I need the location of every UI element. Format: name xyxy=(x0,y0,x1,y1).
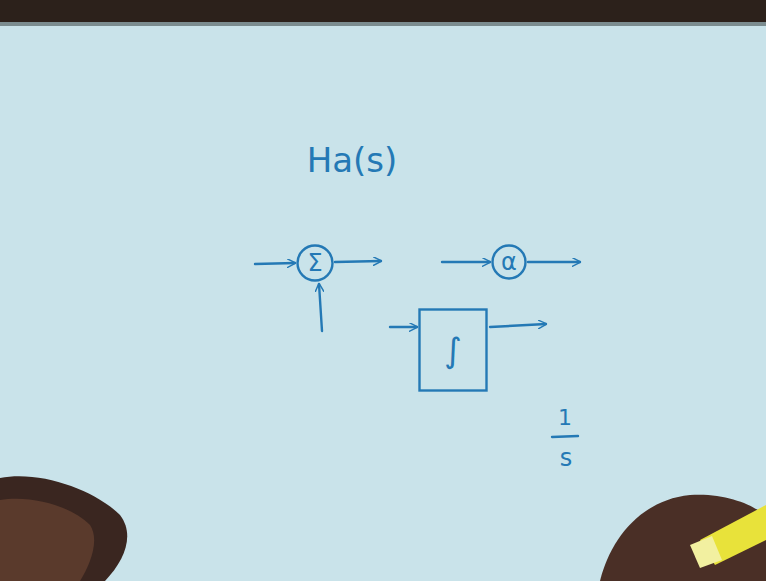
multiplier-circle: α xyxy=(491,244,527,280)
signal-arrows xyxy=(255,261,580,437)
transfer-function-label: Ha(s) xyxy=(307,143,398,177)
symbol-text: α xyxy=(501,250,517,274)
symbol-text: Σ xyxy=(307,251,322,275)
summing-junction: Σ xyxy=(296,244,334,282)
board-edge xyxy=(0,22,766,26)
top-band xyxy=(0,0,766,22)
fraction-denominator: s xyxy=(560,446,573,470)
fraction-numerator: 1 xyxy=(558,407,572,429)
hands xyxy=(0,476,766,581)
symbol-text: ∫ xyxy=(444,333,462,367)
integrator-box: ∫ xyxy=(418,308,488,392)
